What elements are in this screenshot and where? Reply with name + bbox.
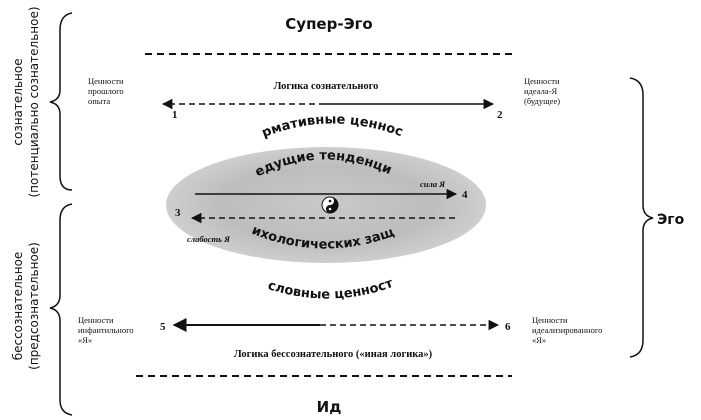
values-infantile-line-3: «Я» (78, 335, 92, 345)
values-ideal-line-3: (будущее) (524, 96, 560, 106)
values-ideal-self: Ценности идеала-Я (будущее) (524, 76, 560, 106)
values-ideal-line-2: идеала-Я (524, 86, 557, 96)
id-title: Ид (317, 398, 342, 416)
logic-conscious-label: Логика сознательного (274, 81, 379, 92)
conscious-label: сознательное (11, 58, 25, 145)
super-ego-title: Супер-Эго (285, 15, 372, 33)
values-past-line-2: прошлого (88, 86, 124, 96)
unconscious-side-label: бессознательное (предсознательное) (11, 242, 41, 370)
node-4: 4 (462, 189, 468, 201)
values-idealized-line-2: идеализированного (532, 325, 602, 335)
node-1: 1 (172, 109, 178, 121)
ego-brace (629, 77, 654, 358)
ego-weakness-label: слабость Я (187, 234, 231, 244)
preconscious-label: (предсознательное) (27, 242, 41, 370)
values-infantile-line-2: инфантильного (78, 325, 134, 335)
ego-strength-label: сила Я (420, 179, 446, 189)
potentially-conscious-label: (потенциально сознательное) (27, 6, 41, 197)
unconscious-brace (49, 203, 73, 416)
values-infantile-self: Ценности инфантильного «Я» (78, 315, 134, 345)
values-past-line-1: Ценности (88, 76, 124, 86)
node-5: 5 (160, 321, 166, 333)
values-idealized-line-3: «Я» (532, 335, 546, 345)
node-6: 6 (505, 321, 511, 333)
node-2: 2 (497, 109, 503, 121)
conscious-side-label: сознательное (потенциально сознательное) (11, 6, 41, 197)
unconscious-label: бессознательное (11, 252, 25, 361)
values-infantile-line-1: Ценности (78, 315, 114, 325)
conscious-brace (49, 12, 73, 191)
values-past-line-3: опыта (88, 96, 110, 106)
values-ideal-line-1: Ценности (524, 76, 560, 86)
yin-yang-icon (321, 196, 339, 214)
node-3: 3 (175, 207, 181, 219)
values-idealized-line-1: Ценности (532, 315, 568, 325)
ego-label: Эго (657, 212, 685, 228)
values-past-experience: Ценности прошлого опыта (88, 76, 124, 106)
logic-unconscious-label: Логика бессознательного («иная логика») (234, 349, 433, 360)
values-idealized-self: Ценности идеализированного «Я» (532, 315, 602, 345)
